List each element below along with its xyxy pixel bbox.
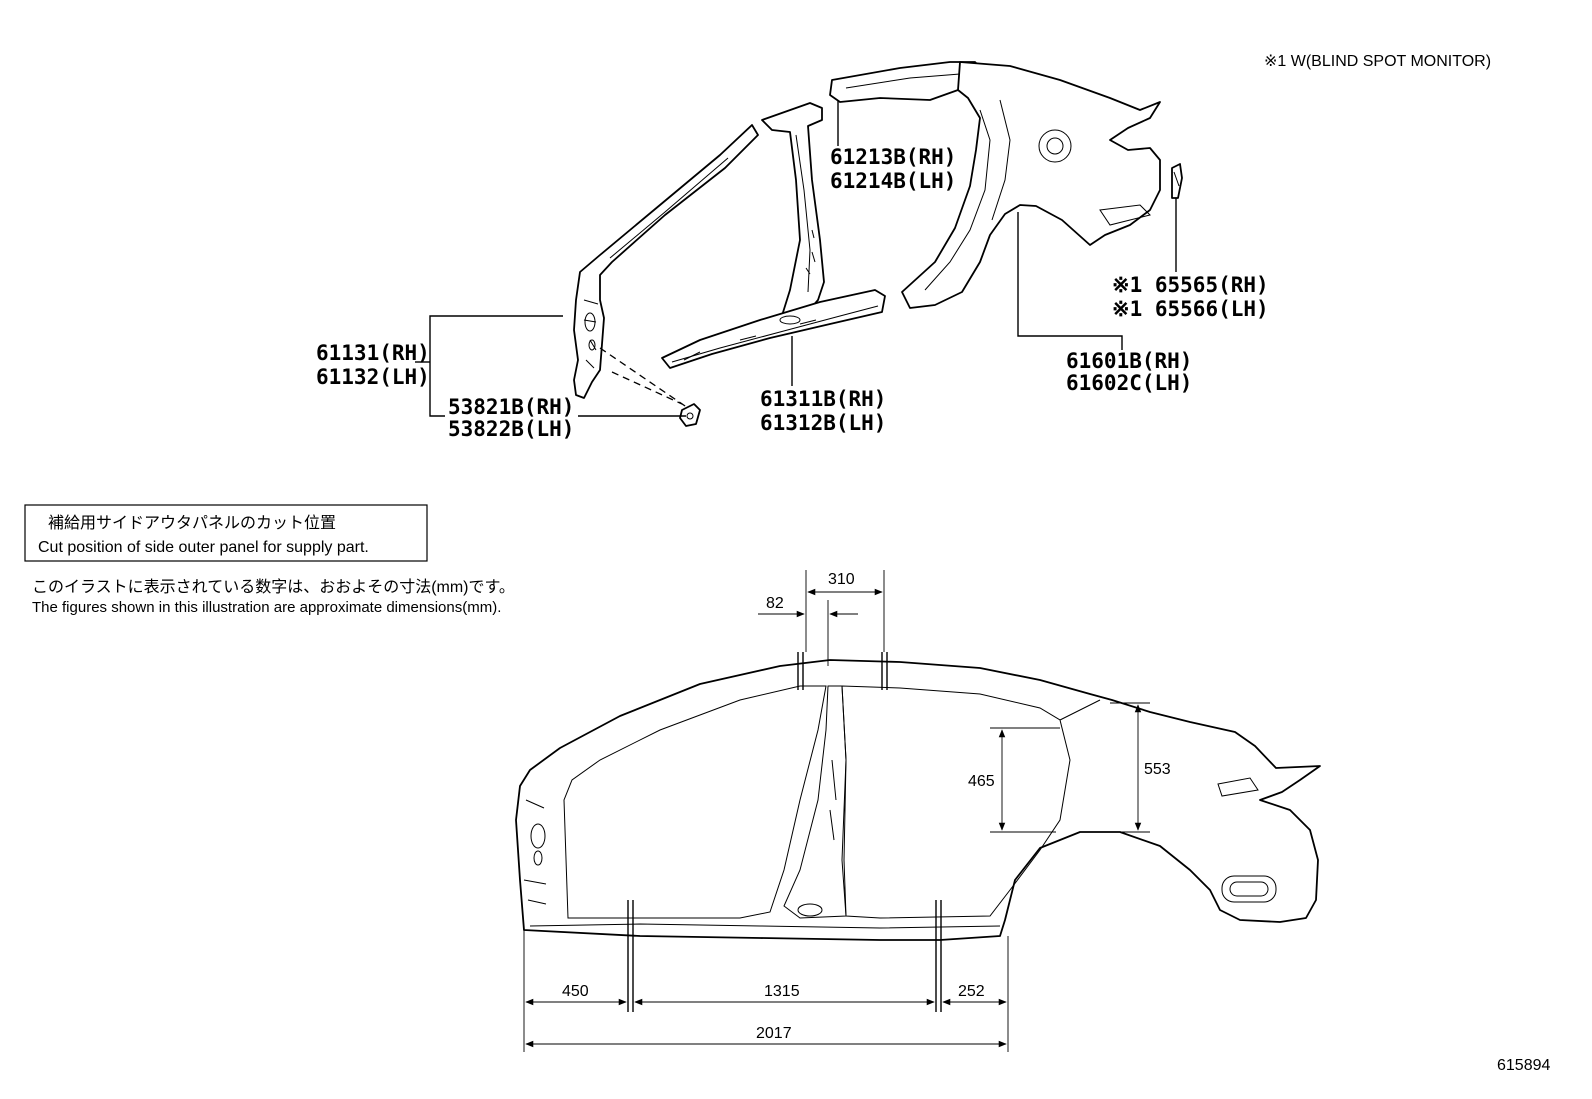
label-61213: 61213B(RH) xyxy=(830,145,956,169)
label-61601: 61601B(RH) xyxy=(1066,349,1192,373)
dim-252: 252 xyxy=(958,983,985,1000)
label-61312: 61312B(LH) xyxy=(760,411,886,435)
front-pillar-panel xyxy=(573,124,759,399)
roof-cut-marks xyxy=(797,652,888,690)
dim-465: 465 xyxy=(968,773,995,790)
dim-1315: 1315 xyxy=(764,983,800,1000)
label-65565: ※1 65565(RH) xyxy=(1112,273,1269,297)
label-61132: 61132(LH) xyxy=(316,365,430,389)
cut-position-box: 補給用サイドアウタパネルのカット位置 Cut position of side … xyxy=(24,504,428,562)
dim-553: 553 xyxy=(1144,761,1171,778)
center-pillar-panel xyxy=(761,102,825,323)
rocker-cut-marks xyxy=(627,900,942,1012)
cut-box-en: Cut position of side outer panel for sup… xyxy=(38,539,369,556)
label-61131: 61131(RH) xyxy=(316,341,430,365)
dim-310: 310 xyxy=(828,571,855,588)
dim-2017: 2017 xyxy=(756,1025,792,1042)
label-61214: 61214B(LH) xyxy=(830,169,956,193)
dimension-view: 310 82 465 553 450 1315 252 2017 xyxy=(515,570,1321,1052)
blind-spot-bracket xyxy=(1171,163,1183,199)
exploded-view: 61131(RH) 61132(LH) 53821B(RH) 53822B(LH… xyxy=(316,53,1491,441)
blind-spot-note: ※1 W(BLIND SPOT MONITOR) xyxy=(1264,53,1491,70)
label-65566: ※1 65566(LH) xyxy=(1112,297,1269,321)
label-53821: 53821B(RH) xyxy=(448,395,574,419)
label-61602: 61602C(LH) xyxy=(1066,371,1192,395)
dim-82: 82 xyxy=(766,595,784,612)
leader-lines xyxy=(415,100,1177,417)
label-53822: 53822B(LH) xyxy=(448,417,574,441)
dim-note-en: The figures shown in this illustration a… xyxy=(32,599,501,616)
label-61311: 61311B(RH) xyxy=(760,387,886,411)
quarter-panel xyxy=(901,61,1161,309)
hood-hinge-bracket xyxy=(599,347,701,427)
dim-note-jp: このイラストに表示されている数字は、おおよその寸法(mm)です。 xyxy=(32,578,515,596)
rocker-panel xyxy=(661,289,886,369)
dim-450: 450 xyxy=(562,983,589,1000)
illustration-ref-number: 615894 xyxy=(1497,1057,1550,1074)
cut-box-jp: 補給用サイドアウタパネルのカット位置 xyxy=(48,514,336,532)
